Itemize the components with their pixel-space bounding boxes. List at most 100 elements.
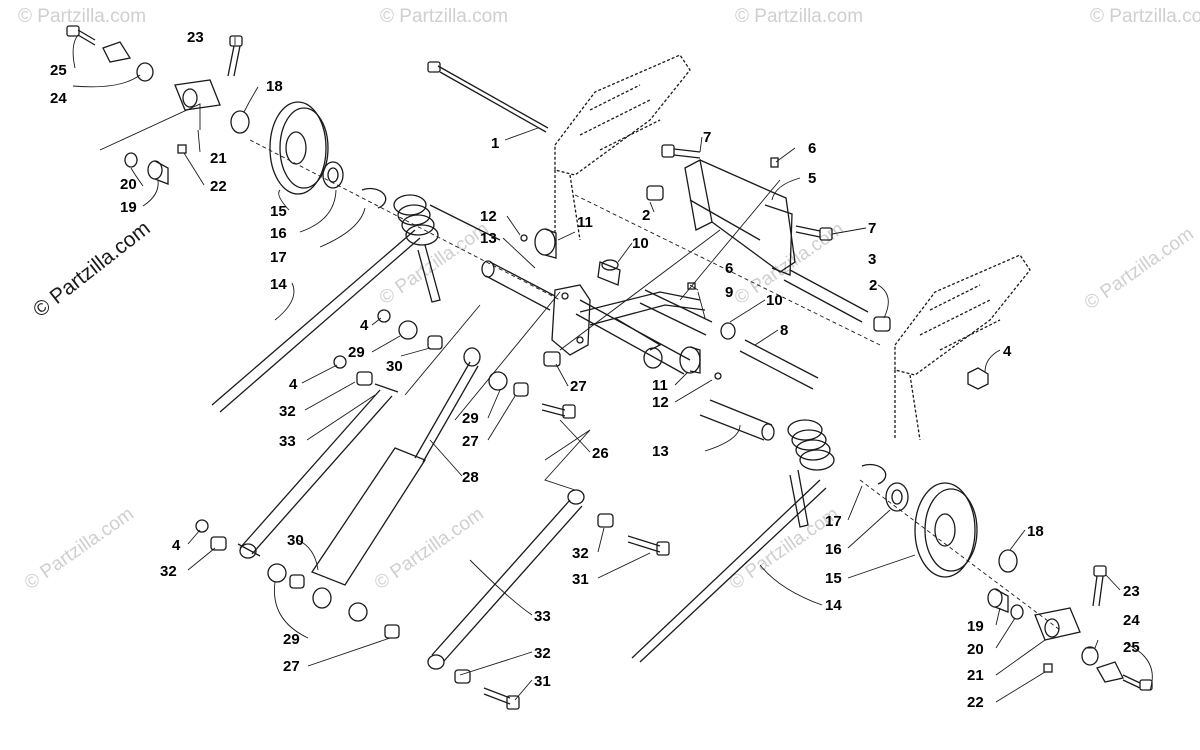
callout-2: 2 [642,207,650,224]
watermark: © Partzilla.com [731,218,848,309]
part-25-clip [1096,661,1124,683]
part-14-spring-arm [211,229,421,413]
callout-16: 16 [825,541,842,558]
callout-20: 20 [120,176,137,193]
part-18-washer [230,110,250,134]
callout-20: 20 [967,641,984,658]
part-15-idler-wheel [269,101,329,195]
part-15-idler-wheel [914,482,978,578]
callout-10: 10 [632,235,649,252]
part-6-fitting [687,282,696,290]
part-13-axle [481,260,556,311]
watermark: © Partzilla.com [1090,6,1200,27]
part-32-spacer [454,669,471,684]
callout-32: 32 [279,403,296,420]
part-22-set-screw [177,144,187,154]
part-13-sleeve [699,399,775,441]
callout-16: 16 [270,225,287,242]
part-9-sleeve [639,289,713,336]
part-16-bearing [322,161,344,189]
part-27-spacer [543,351,561,367]
part-27-spacer [513,382,529,397]
part-21-adjuster [1034,607,1081,641]
callout-21: 21 [967,667,984,684]
watermark: © Partzilla.com [18,6,146,27]
part-31-bolt [483,687,520,710]
callout-23: 23 [187,29,204,46]
part-26-bolt [541,403,576,419]
callout-23: 23 [1123,583,1140,600]
callout-30: 30 [287,532,304,549]
callout-25: 25 [50,62,67,79]
callout-21: 21 [210,150,227,167]
part-19-cap [147,160,169,185]
part-11-cap [534,228,557,259]
callout-12: 12 [652,394,669,411]
callout-10: 10 [766,292,783,309]
callout-25: 25 [1123,639,1140,656]
callout-24: 24 [1123,612,1140,629]
callout-1: 1 [491,135,499,152]
callout-labels: 1 2 2 3 4 4 4 4 5 6 6 7 7 8 9 10 10 11 1… [50,29,1140,711]
callout-14: 14 [270,276,287,293]
callout-27: 27 [462,433,479,450]
part-3-pin [783,269,869,323]
part-11-cap [679,346,701,374]
watermark: © Partzilla.com [376,218,493,309]
part-29-bushing [398,320,418,340]
part-4-nut [967,367,989,390]
part-32-spacer [210,536,227,551]
watermark: © Partzilla.com [735,6,863,27]
callout-7: 7 [868,220,876,237]
part-17-torsion-spring [393,194,501,303]
callout-31: 31 [534,673,551,690]
callout-6: 6 [808,140,816,157]
part-2-spacer [646,185,664,201]
callout-32: 32 [160,563,177,580]
part-4-nut [377,309,391,323]
callout-18: 18 [1027,523,1044,540]
part-25-bolt [1122,674,1153,691]
part-31-bolt [627,535,670,556]
callout-4: 4 [289,376,298,393]
callout-7: 7 [703,129,711,146]
callout-31: 31 [572,571,589,588]
part-20-washer [1010,604,1024,620]
callout-4: 4 [360,317,369,334]
callout-29: 29 [348,344,365,361]
callout-24: 24 [50,90,67,107]
part-32-spacer [597,513,614,528]
part-23-bolt [227,35,243,77]
part-18-washer [998,549,1018,573]
part-28-shock [311,347,481,609]
part-4-nut [333,355,347,369]
part-24-adjuster [174,79,221,111]
callout-15: 15 [825,570,842,587]
callout-4: 4 [172,537,181,554]
rail-bracket-upper [554,54,691,241]
callout-27: 27 [283,658,300,675]
callout-29: 29 [462,410,479,427]
callout-14: 14 [825,597,842,614]
part-10-bushing [597,259,621,286]
part-24-spacer [136,62,154,82]
part-8-rod [739,339,819,390]
part-29-bushing [488,371,508,391]
callout-11: 11 [577,214,593,231]
part-30-spacer [427,335,443,350]
watermark: © Partzilla.com [21,503,138,594]
callout-32: 32 [572,545,589,562]
callout-29: 29 [283,631,300,648]
callout-18: 18 [266,78,283,95]
callout-13: 13 [480,230,497,247]
callout-11: 11 [652,377,668,394]
part-2-spacer [873,316,891,332]
watermarks: © Partzilla.com © Partzilla.com © Partzi… [18,6,1200,594]
callout-33: 33 [279,433,296,450]
callout-12: 12 [480,208,497,225]
callout-4: 4 [1003,343,1012,360]
callout-27: 27 [570,378,587,395]
part-7-bolt [661,144,701,159]
